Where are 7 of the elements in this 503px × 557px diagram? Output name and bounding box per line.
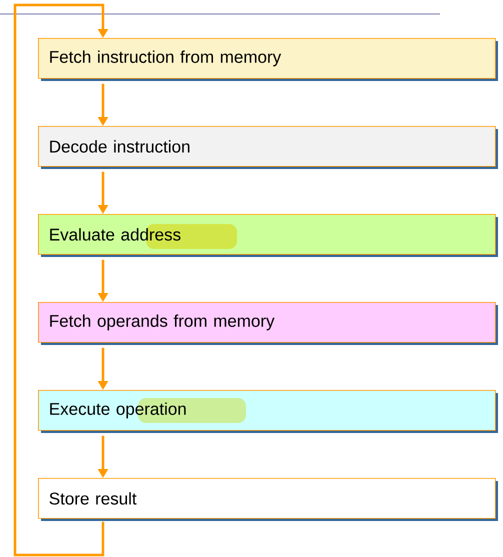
process-box: Fetch operands from memory [38,302,498,345]
process-box: Decode instruction [38,126,498,169]
arrow [14,4,108,556]
process-box: Store result [38,478,498,521]
process-box: Fetch instruction from memory [38,38,498,81]
process-box: Execute operation [38,390,498,433]
process-box: Evaluate address [38,214,498,257]
